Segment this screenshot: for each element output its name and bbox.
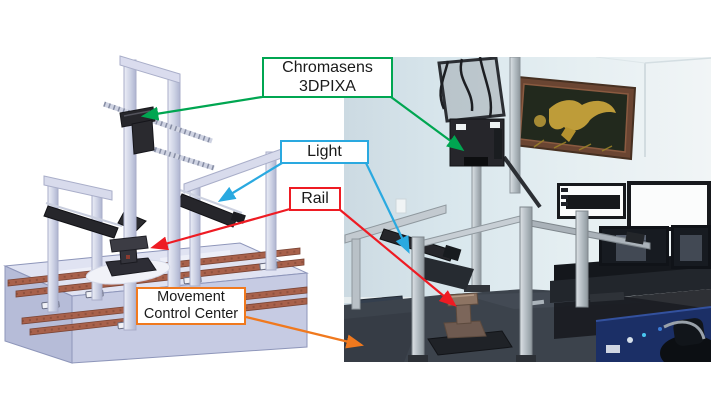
rail-specimen <box>85 235 171 285</box>
label-text: Control Center <box>143 306 239 322</box>
light-bar <box>43 205 119 239</box>
label-chromasens-3dpixa: Chromasens 3DPIXA <box>262 57 393 98</box>
label-text: Light <box>307 142 342 160</box>
label-rail: Rail <box>289 187 341 211</box>
monitor-top-right <box>627 181 711 231</box>
monitor-wall <box>550 181 711 339</box>
lab-photo-panel <box>344 57 711 362</box>
monitor-bottom-right <box>671 225 711 269</box>
label-movement-control-center: Movement Control Center <box>136 287 246 325</box>
label-light: Light <box>280 140 369 164</box>
label-text: Chromasens <box>282 58 373 76</box>
office-chair <box>660 318 711 362</box>
label-text: Rail <box>301 189 329 207</box>
monitor-top-left <box>557 183 626 219</box>
camera-guide-rod <box>103 101 215 171</box>
camera-unit-photo <box>449 118 505 167</box>
eagle-wall-picture <box>512 75 637 161</box>
eagle-artwork <box>548 100 616 131</box>
aluminium-frame <box>408 206 651 362</box>
light-bar <box>176 193 239 228</box>
label-text: Movement <box>157 288 225 305</box>
label-text: 3DPIXA <box>299 77 356 95</box>
